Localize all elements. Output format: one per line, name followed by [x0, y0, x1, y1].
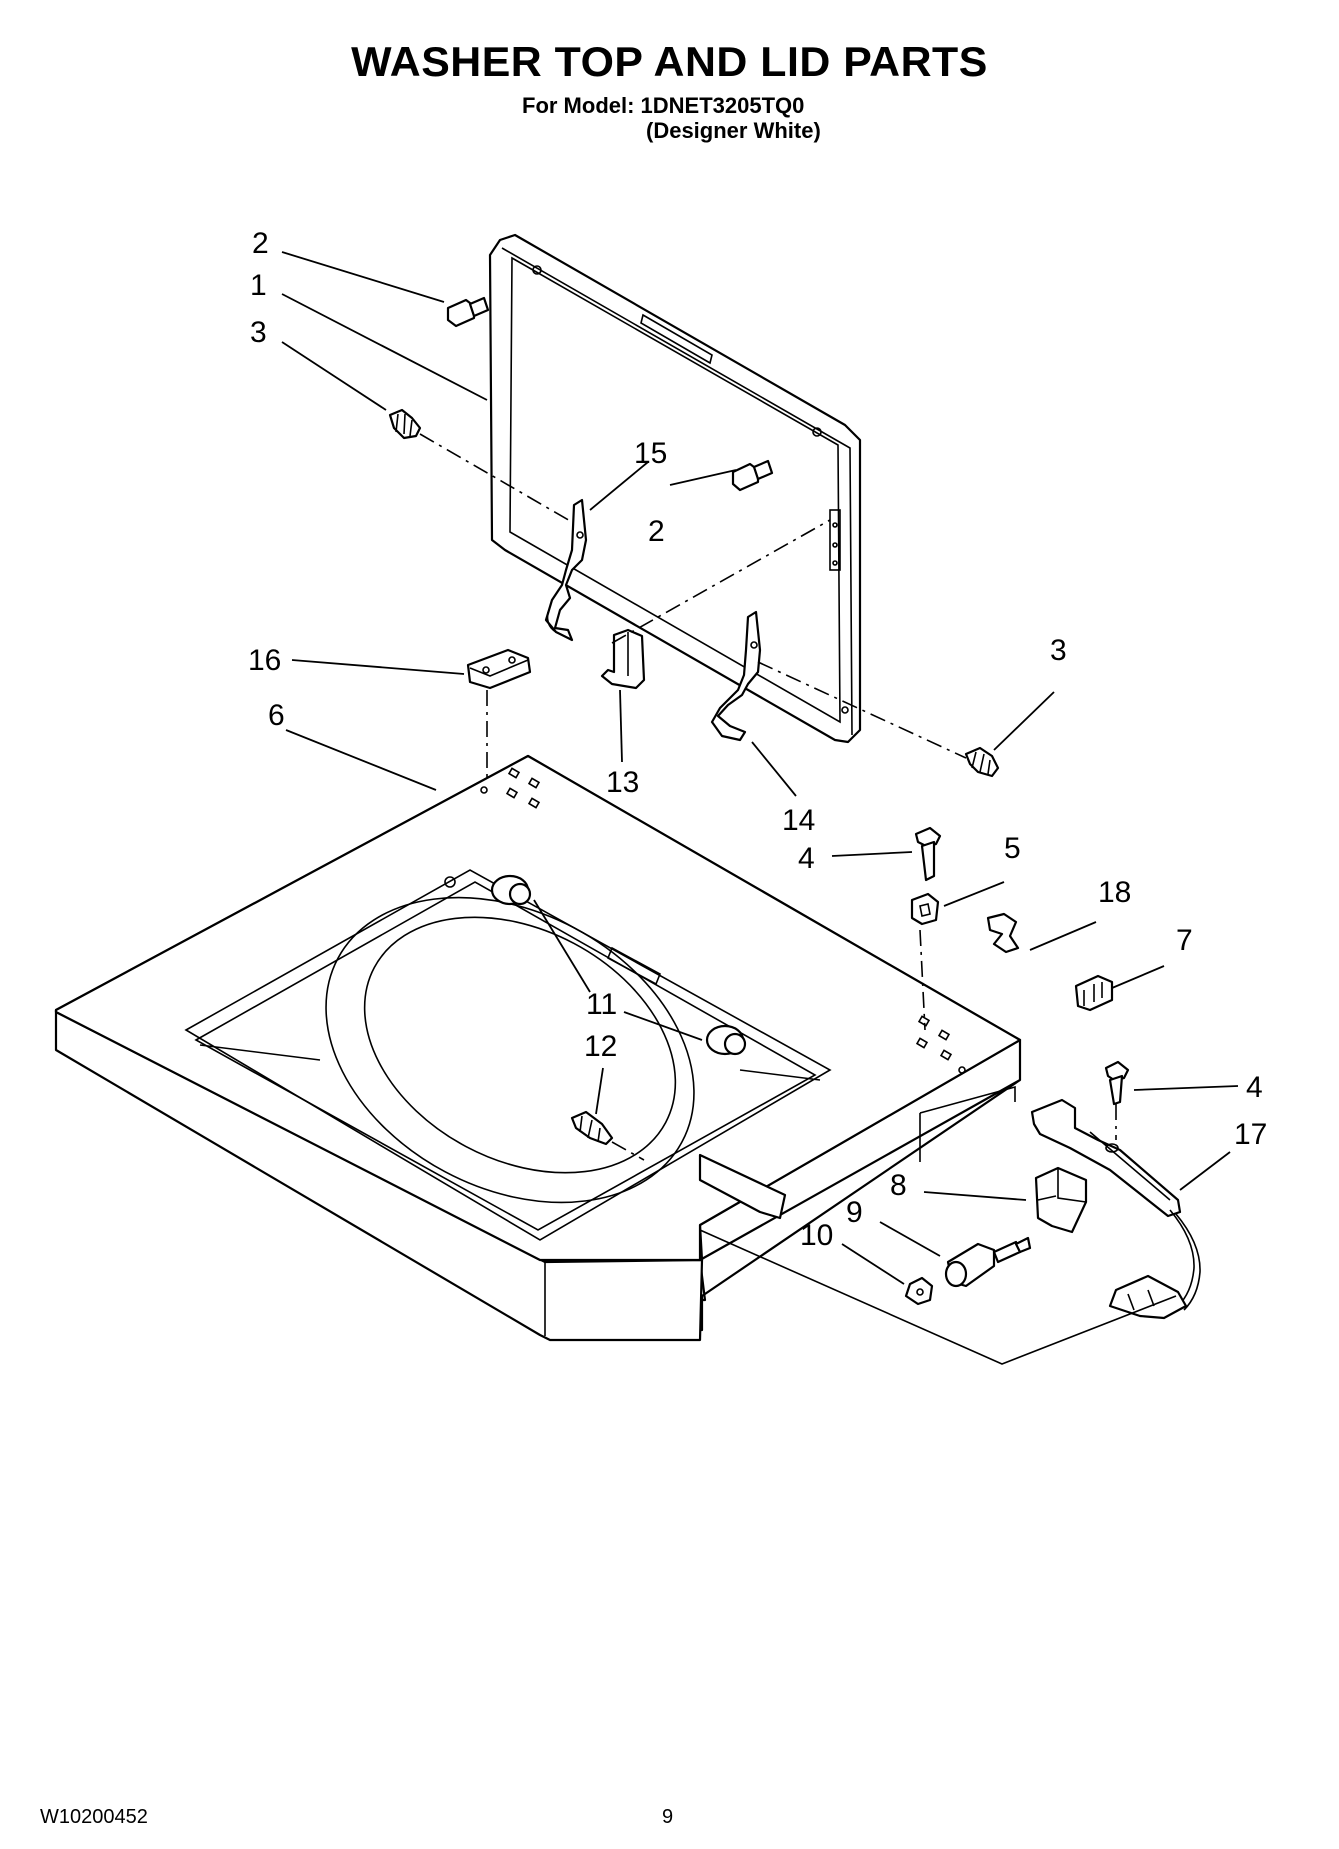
lid-bumper: [705, 1024, 747, 1056]
callout-4: 4: [798, 842, 815, 875]
callout-18: 18: [1098, 876, 1131, 909]
callout-labels: 2 1 3 15 2 3 16 6 13 14 4 5 18 7 11 12 4…: [248, 227, 1267, 1252]
callout-7: 7: [1176, 924, 1193, 957]
lid-bumper: [490, 874, 532, 906]
callout-10: 10: [800, 1219, 833, 1252]
wire-retainer: [1074, 974, 1114, 1012]
top-screw: [570, 1110, 614, 1146]
callout-16: 16: [248, 644, 281, 677]
lid-bracket: [466, 648, 532, 690]
model-line: For Model: 1DNET3205TQ0: [522, 93, 805, 118]
lid-screw: [446, 296, 490, 328]
lid-stop: [600, 628, 646, 690]
callout-9: 9: [846, 1196, 863, 1229]
callout-3: 3: [1050, 634, 1067, 667]
lid-switch: [1030, 1098, 1201, 1320]
callout-6: 6: [268, 699, 285, 732]
leader-lines: [281, 251, 1239, 1285]
variant-line: (Designer White): [646, 118, 821, 143]
callout-12: 12: [584, 1030, 617, 1063]
lid-frame: [488, 233, 862, 744]
switch-screw: [914, 826, 942, 882]
callout-11: 11: [586, 988, 617, 1021]
wire-clip: [986, 912, 1020, 954]
washer-top: [54, 754, 1022, 1342]
hinge-left: [544, 498, 588, 642]
callout-17: 17: [1234, 1118, 1267, 1151]
callout-4: 4: [1246, 1071, 1263, 1104]
switch-screw: [1104, 1060, 1130, 1106]
page-title: WASHER TOP AND LID PARTS: [351, 38, 988, 85]
page-number: 9: [662, 1806, 674, 1828]
hinge-right: [710, 610, 762, 742]
callout-8: 8: [890, 1169, 907, 1202]
callout-13: 13: [606, 766, 639, 799]
callout-2: 2: [252, 227, 269, 260]
callout-15: 15: [634, 437, 667, 470]
callout-2: 2: [648, 515, 665, 548]
callout-1: 1: [250, 269, 267, 302]
document-number: W10200452: [40, 1806, 148, 1828]
switch-actuator: [1034, 1166, 1088, 1234]
callout-14: 14: [782, 804, 815, 837]
callout-3: 3: [250, 316, 267, 349]
plunger-clip: [904, 1276, 934, 1306]
lid-screw: [731, 459, 774, 492]
hinge-screw: [388, 408, 422, 440]
switch-plunger: [944, 1236, 1032, 1288]
hinge-screw: [964, 746, 1000, 778]
clip-nut: [910, 892, 940, 926]
callout-5: 5: [1004, 832, 1021, 865]
